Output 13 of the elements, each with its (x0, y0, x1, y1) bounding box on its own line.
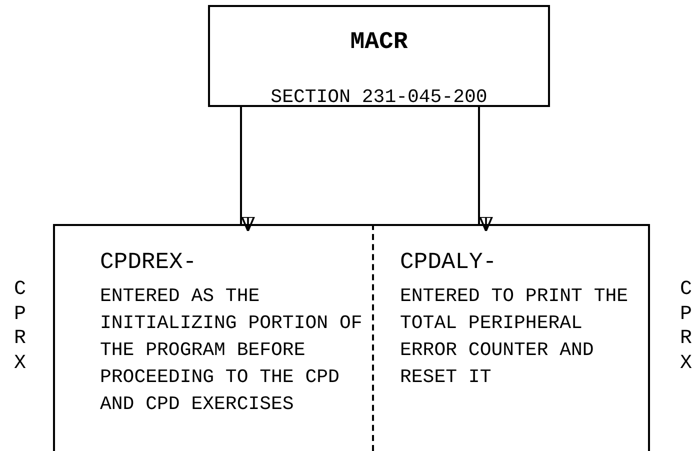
node-description: SECTION 231-045-200 (270, 85, 488, 109)
vertical-label: CPRX (14, 278, 28, 376)
process-box (208, 5, 550, 107)
process-box (53, 224, 373, 451)
process-box (372, 224, 650, 451)
node-title: MACR (349, 29, 409, 57)
node-title: CPDREX- (100, 248, 197, 276)
arrow (240, 107, 255, 232)
vertical-label: CPRX (680, 278, 694, 376)
arrow (478, 107, 493, 232)
node-description: ENTERED AS THE INITIALIZING PORTION OF THE PROGRAM BEFORE PROCEEDING TO THE CPD AND CPD EXERCISES (100, 284, 364, 417)
node-description: ENTERED TO PRINT THE TOTAL PERIPHERAL ERROR COUNTER AND RESET IT (400, 284, 630, 390)
node-title: CPDALY- (400, 248, 497, 276)
